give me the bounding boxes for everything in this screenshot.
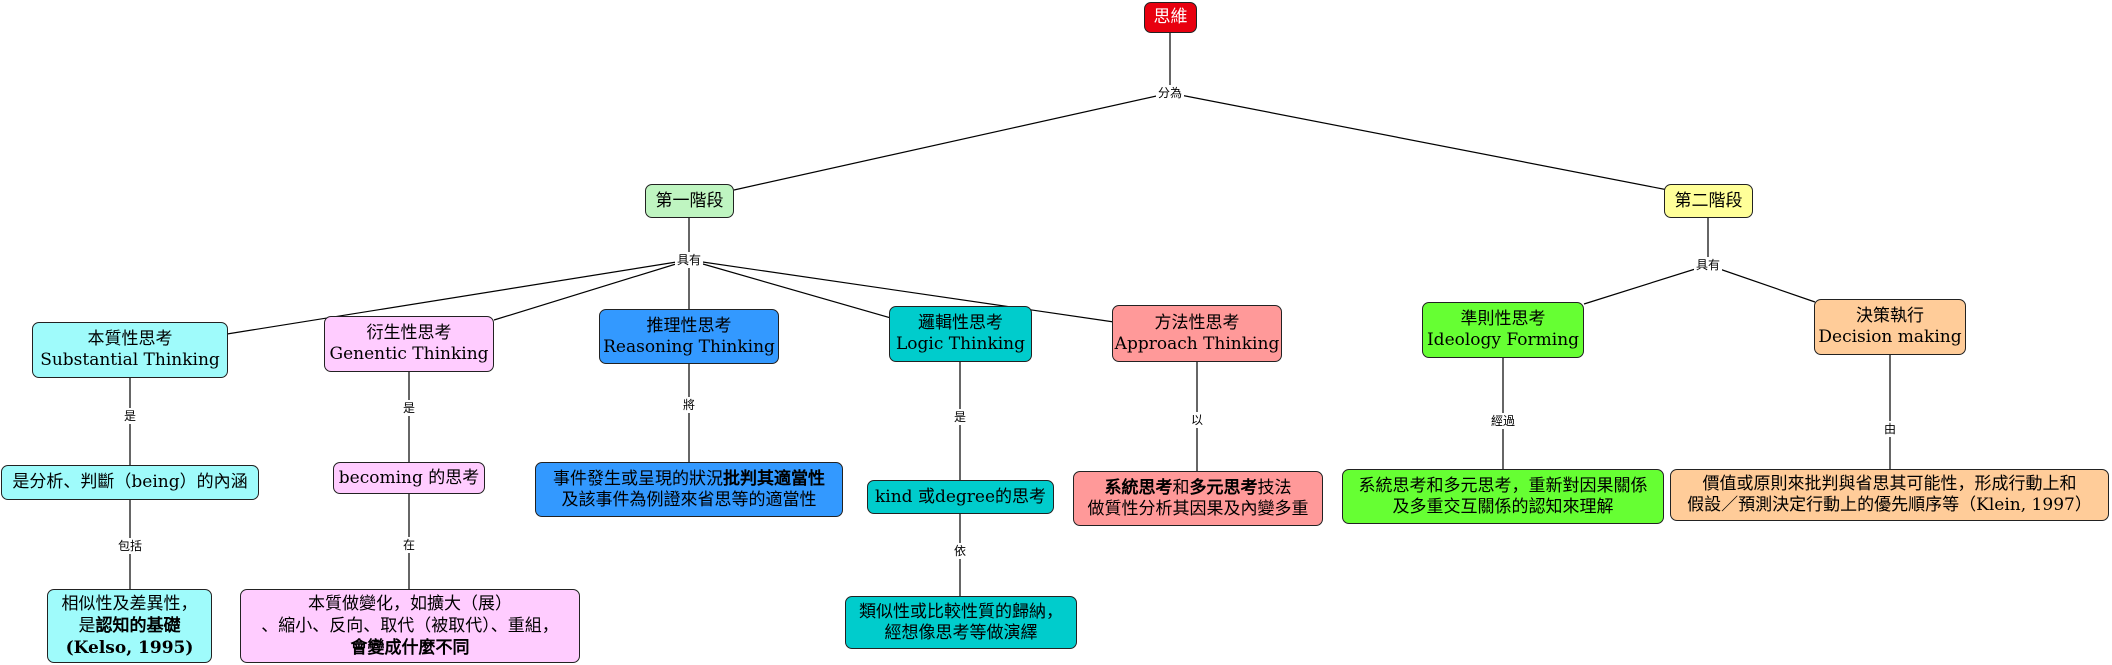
approach-detail-bold-2: 多元思考 — [1189, 477, 1258, 498]
logic-subtitle: Logic Thinking — [896, 334, 1026, 354]
ideology-subtitle: Ideology Forming — [1426, 330, 1580, 350]
decision-subtitle: Decision making — [1818, 327, 1962, 347]
link-label-genetic-is: 是 — [400, 400, 418, 416]
logic-detail-node[interactable]: 類似性或比較性質的歸納， 經想像思考等做演繹 — [845, 596, 1077, 649]
link-label-substantial-includes: 包括 — [115, 538, 145, 554]
root-node[interactable]: 思維 — [1144, 2, 1197, 33]
stage2-label: 第二階段 — [1674, 190, 1743, 211]
link-label-decision-from: 由 — [1881, 421, 1899, 437]
substantial-detail-line1: 相似性及差異性， — [61, 594, 198, 614]
substantial-title: 本質性思考 — [87, 329, 173, 349]
root-label: 思維 — [1153, 7, 1188, 27]
substantial-detail-line3: (Kelso, 1995) — [65, 638, 194, 658]
logic-thinking-node[interactable]: 邏輯性思考 Logic Thinking — [889, 306, 1032, 362]
link-label-logic-by: 依 — [951, 543, 969, 559]
ideology-forming-node[interactable]: 準則性思考 Ideology Forming — [1422, 302, 1584, 358]
approach-detail-bold-1: 系統思考 — [1104, 477, 1173, 498]
substantial-detail-line2-plain: 是 — [78, 616, 96, 636]
genetic-detail-node[interactable]: 本質做變化，如擴大（展） 、縮小、反向、取代（被取代）、重組， 會變成什麼不同 — [240, 589, 580, 663]
reasoning-detail-line1-bold: 批判其適當性 — [723, 468, 825, 489]
substantial-definition-node[interactable]: 是分析、判斷（being）的內涵 — [1, 465, 259, 500]
link-label-genetic-at: 在 — [400, 537, 418, 553]
stage2-node[interactable]: 第二階段 — [1664, 184, 1753, 218]
approach-thinking-node[interactable]: 方法性思考 Approach Thinking — [1112, 305, 1282, 362]
substantial-detail-node[interactable]: 相似性及差異性， 是認知的基礎 (Kelso, 1995) — [47, 589, 212, 663]
genetic-subtitle: Genentic Thinking — [329, 344, 489, 364]
link-label-stage1-has: 具有 — [674, 252, 704, 268]
decision-detail-line1: 價值或原則來批判與省思其可能性，形成行動上和 — [1702, 474, 2077, 494]
genetic-detail-line3: 會變成什麼不同 — [350, 638, 470, 658]
decision-making-node[interactable]: 決策執行 Decision making — [1814, 299, 1966, 355]
logic-definition-node[interactable]: kind 或degree的思考 — [867, 480, 1054, 514]
genetic-definition-node[interactable]: becoming 的思考 — [333, 462, 485, 494]
approach-detail-node[interactable]: 系統思考和多元思考技法 做質性分析其因果及內變多重 — [1073, 471, 1323, 526]
decision-title: 決策執行 — [1856, 306, 1924, 326]
genetic-detail-line2: 、縮小、反向、取代（被取代）、重組， — [261, 616, 559, 636]
approach-detail-line1: 系統思考和多元思考技法 — [1105, 478, 1292, 499]
ideology-title: 準則性思考 — [1460, 309, 1546, 329]
decision-detail-line2: 假設／預測決定行動上的優先順序等（Klein, 1997） — [1687, 495, 2092, 515]
genetic-definition-text: becoming 的思考 — [338, 467, 480, 488]
stage1-node[interactable]: 第一階段 — [645, 184, 734, 218]
approach-title: 方法性思考 — [1154, 312, 1240, 333]
approach-detail-plain-1: 和 — [1172, 477, 1190, 498]
approach-detail-plain-2: 技法 — [1257, 477, 1292, 498]
ideology-detail-line2: 及多重交互關係的認知來理解 — [1392, 496, 1614, 517]
substantial-detail-line2: 是認知的基礎 — [79, 615, 181, 637]
ideology-detail-node[interactable]: 系統思考和多元思考，重新對因果關係 及多重交互關係的認知來理解 — [1342, 469, 1664, 524]
genetic-thinking-node[interactable]: 衍生性思考 Genentic Thinking — [324, 316, 494, 372]
substantial-thinking-node[interactable]: 本質性思考 Substantial Thinking — [32, 322, 228, 378]
reasoning-title: 推理性思考 — [646, 315, 732, 336]
reasoning-detail-node[interactable]: 事件發生或呈現的狀況批判其適當性 及該事件為例證來省思等的適當性 — [535, 462, 843, 517]
link-label-ideology-via: 經過 — [1488, 413, 1518, 429]
substantial-definition-text: 是分析、判斷（being）的內涵 — [12, 472, 248, 492]
approach-subtitle: Approach Thinking — [1114, 333, 1280, 354]
stage1-label: 第一階段 — [655, 190, 724, 211]
genetic-detail-line1: 本質做變化，如擴大（展） — [308, 594, 512, 614]
link-label-approach-with: 以 — [1188, 412, 1206, 428]
reasoning-detail-line1: 事件發生或呈現的狀況批判其適當性 — [553, 469, 825, 490]
link-label-root-split: 分為 — [1155, 85, 1185, 101]
link-label-reasoning-will: 將 — [680, 397, 698, 413]
substantial-subtitle: Substantial Thinking — [40, 350, 220, 370]
link-label-logic-is: 是 — [951, 409, 969, 425]
reasoning-subtitle: Reasoning Thinking — [603, 336, 775, 357]
logic-title: 邏輯性思考 — [918, 313, 1003, 333]
decision-detail-node[interactable]: 價值或原則來批判與省思其可能性，形成行動上和 假設／預測決定行動上的優先順序等（… — [1670, 469, 2109, 521]
genetic-title: 衍生性思考 — [366, 323, 452, 343]
reasoning-detail-line2: 及該事件為例證來省思等的適當性 — [561, 489, 817, 510]
approach-detail-line2: 做質性分析其因果及內變多重 — [1087, 498, 1309, 519]
logic-definition-text: kind 或degree的思考 — [874, 486, 1047, 507]
link-label-stage2-has: 具有 — [1693, 257, 1723, 273]
reasoning-detail-line1-plain: 事件發生或呈現的狀況 — [553, 468, 723, 489]
logic-detail-line2: 經想像思考等做演繹 — [884, 622, 1038, 643]
substantial-detail-line2-bold: 認知的基礎 — [95, 616, 181, 636]
link-label-substantial-is: 是 — [121, 408, 139, 424]
reasoning-thinking-node[interactable]: 推理性思考 Reasoning Thinking — [599, 309, 779, 364]
ideology-detail-line1: 系統思考和多元思考，重新對因果關係 — [1358, 475, 1648, 496]
logic-detail-line1: 類似性或比較性質的歸納， — [859, 601, 1063, 622]
